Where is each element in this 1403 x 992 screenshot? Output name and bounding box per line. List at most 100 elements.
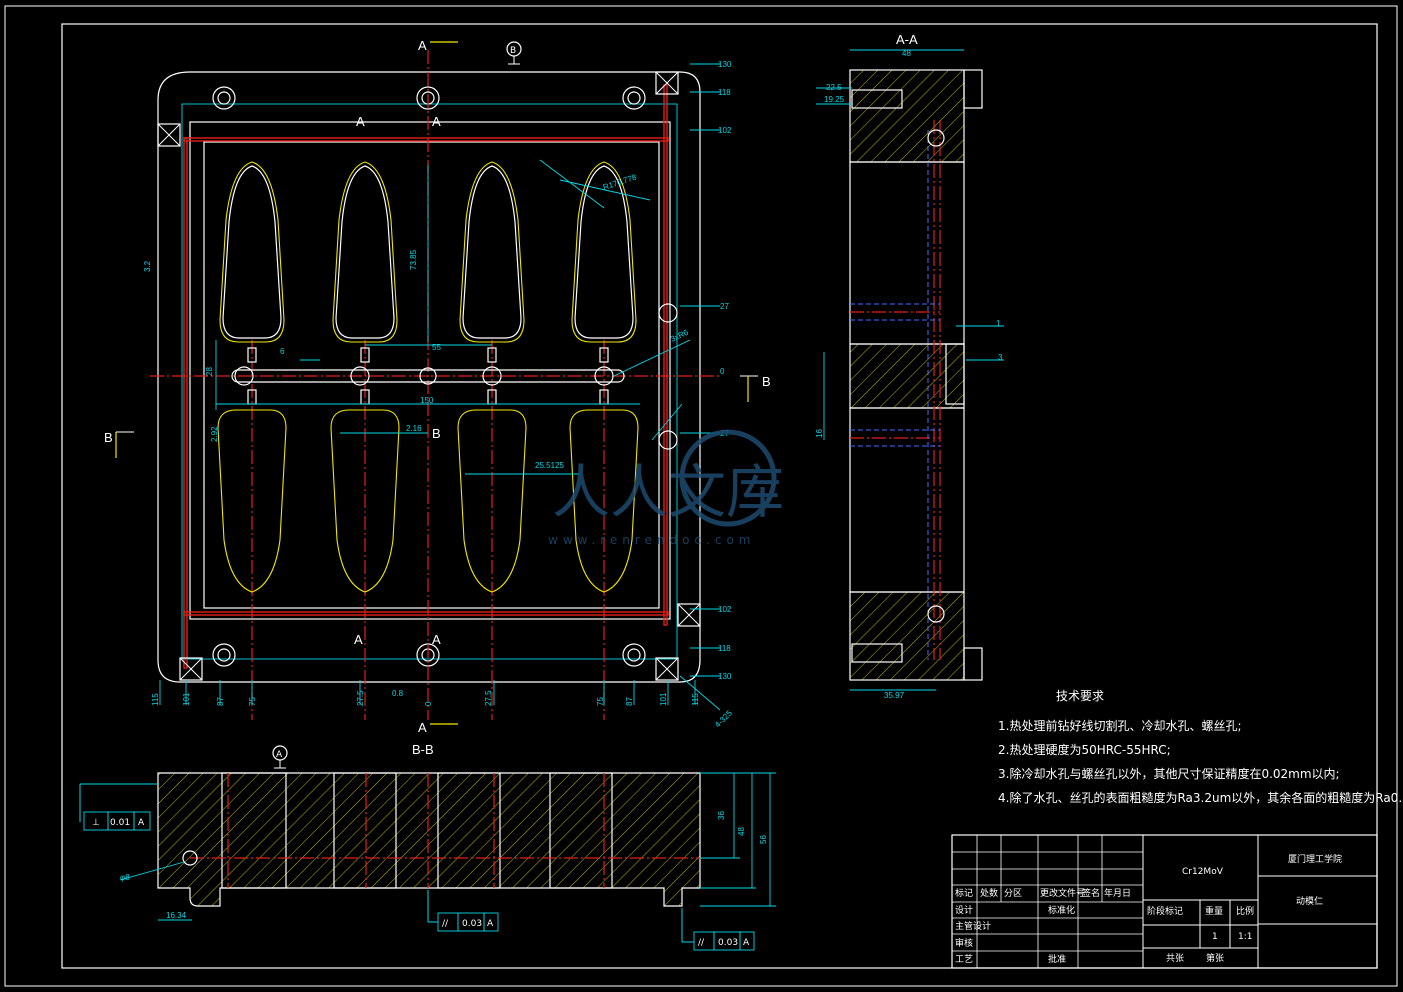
bb-dim-36: 36 — [717, 811, 726, 820]
dim-118-bottom: 118 — [718, 644, 731, 653]
section-markers: A A B B A A A A B B — [104, 38, 771, 735]
side-dim-48: 48 — [902, 49, 911, 58]
tb-material: Cr12MoV — [1182, 867, 1224, 877]
tb-sh0: 阶段标记 — [1147, 905, 1183, 917]
side-dim-19-25: 19.25 — [824, 95, 845, 104]
note-2: 2.热处理硬度为50HRC-55HRC; — [998, 742, 1171, 757]
dim-102-top: 102 — [718, 126, 732, 135]
tb-sh2: 比例 — [1236, 905, 1254, 917]
roughness-3-2: 3.2 — [143, 260, 152, 272]
callout-1: 1 — [996, 319, 1001, 328]
dim-130-top: 130 — [718, 60, 732, 69]
watermark-text: 人人文库 — [552, 458, 784, 526]
cut-a-bottom: A — [418, 720, 427, 735]
dim-102-bottom: 102 — [718, 605, 732, 614]
dim-b-75-l: 75 — [248, 697, 257, 706]
tb-bottom1: 第张 — [1206, 952, 1224, 964]
tb-h2: 分区 — [1004, 888, 1022, 899]
dim-73-85: 73.85 — [409, 249, 418, 270]
title-block: Cr12MoV 厦门理工学院 动模仁 1 1:1 标记 处数 分区 更改文件号 … — [951, 834, 1378, 969]
dim-b-115-r: 115 — [691, 693, 700, 706]
section-bb-view: B-B A 36 48 56 16.34 φ8 — [119, 742, 776, 921]
dim-R170: R170.778 — [602, 172, 638, 191]
dim-4-325: 4-325 — [713, 708, 734, 729]
section-aa-title: A-A — [896, 32, 918, 47]
tb-h1: 处数 — [980, 887, 998, 899]
watermark-url: www.renrendoc.com — [548, 533, 755, 547]
tb-scale: 1:1 — [1238, 932, 1252, 942]
tolerance-frame-1: ⊥ 0.01 A — [79, 783, 158, 831]
side-dim-35-97: 35.97 — [884, 691, 905, 700]
note-1: 1.热处理前钻好线切割孔、冷却水孔、螺丝孔; — [998, 718, 1242, 733]
tb-r0: 设计 — [955, 904, 973, 916]
tol1-value: 0.01 — [110, 818, 130, 828]
notes-title: 技术要求 — [1056, 689, 1104, 703]
dim-25-5125: 25.5125 — [535, 461, 564, 470]
tb-r3: 审核 — [955, 937, 973, 949]
dim-118-top: 118 — [718, 88, 731, 97]
cut-a-inner-left-top: A — [356, 114, 365, 129]
datum-b-bubble: B — [510, 46, 516, 56]
cut-b-inner: B — [432, 426, 441, 441]
cut-a-inner-right-top: A — [432, 114, 441, 129]
cut-a-inner-left-bottom: A — [354, 632, 363, 647]
dim-b-75-r: 75 — [596, 697, 605, 706]
inner-frame — [61, 23, 1378, 969]
tol1-datum: A — [138, 818, 145, 828]
roughness-0-8: 0.8 — [392, 689, 404, 698]
dim-6: 6 — [280, 347, 285, 356]
dim-27-top: 27 — [720, 302, 729, 311]
note-3: 3.除冷却水孔与螺丝孔以外，其他尺寸保证精度在0.02mm以内; — [998, 766, 1340, 781]
bb-dim-48: 48 — [737, 827, 746, 836]
dim-b-87-l: 87 — [216, 697, 225, 706]
tb-bottom0: 共张 — [1166, 953, 1184, 964]
tb-h5: 年月日 — [1104, 887, 1131, 899]
tb-r2: 主管设计 — [955, 920, 991, 932]
tol2-value: 0.03 — [462, 919, 482, 929]
dim-b-0: 0 — [424, 701, 433, 706]
watermark: 人人文库 www.renrendoc.com — [548, 429, 784, 547]
tol1-symbol: ⊥ — [92, 818, 100, 828]
side-dim-16: 16 — [815, 429, 824, 438]
callout-3: 3 — [998, 353, 1003, 362]
dim-0: 0 — [720, 367, 725, 376]
dim-130-bottom: 130 — [718, 672, 732, 681]
cut-b-left: B — [104, 430, 113, 445]
dim-b-27-r: 27.5 — [484, 690, 493, 706]
tb-sh1: 重量 — [1205, 905, 1223, 917]
bb-dim-56: 56 — [759, 835, 768, 844]
datum-a-bubble: A — [276, 750, 283, 760]
tb-quantity: 1 — [1212, 932, 1218, 942]
tb-r1: 标准化 — [1048, 904, 1075, 916]
tolerance-frame-3: // 0.03 A — [681, 908, 755, 951]
bb-dim-16-34: 16.34 — [166, 911, 187, 920]
dim-150: 150 — [420, 396, 434, 405]
dim-28: 28 — [205, 367, 214, 376]
plan-view: 130 118 102 27 0 27 102 118 130 115 101 … — [104, 38, 771, 735]
technical-notes: 技术要求 1.热处理前钻好线切割孔、冷却水孔、螺丝孔; 2.热处理硬度为50HR… — [998, 689, 1403, 805]
tb-h4: 签名 — [1082, 887, 1100, 899]
tb-school: 厦门理工学院 — [1288, 853, 1342, 865]
bb-dim-phi8: φ8 — [120, 873, 130, 882]
tol3-value: 0.03 — [718, 938, 738, 948]
note-4: 4.除了水孔、丝孔的表面粗糙度为Ra3.2um以外，其余各面的粗糙度为Ra0.8… — [998, 790, 1403, 805]
tol2-symbol: // — [442, 919, 449, 929]
tol3-datum: A — [743, 938, 750, 948]
outer-frame — [4, 5, 1398, 987]
tolerance-frame-2: // 0.03 A — [427, 890, 499, 932]
tb-r5: 批准 — [1048, 953, 1066, 965]
section-bb-title: B-B — [412, 742, 434, 757]
dim-b-87-r: 87 — [625, 697, 634, 706]
dim-55: 55 — [432, 343, 441, 352]
cut-b-right: B — [762, 374, 771, 389]
dim-b-101-l: 101 — [182, 692, 191, 706]
tb-part: 动模仁 — [1296, 895, 1323, 907]
dim-b-101-r: 101 — [659, 692, 668, 706]
tol2-datum: A — [487, 919, 494, 929]
side-view-aa: A-A 48 22.5 19.25 35.97 1 3 16 — [815, 32, 1004, 700]
cut-a-inner-right-bottom: A — [432, 632, 441, 647]
dim-2-16: 2.16 — [406, 424, 422, 433]
tb-h3: 更改文件号 — [1040, 887, 1085, 899]
side-dim-22-5: 22.5 — [826, 83, 842, 92]
